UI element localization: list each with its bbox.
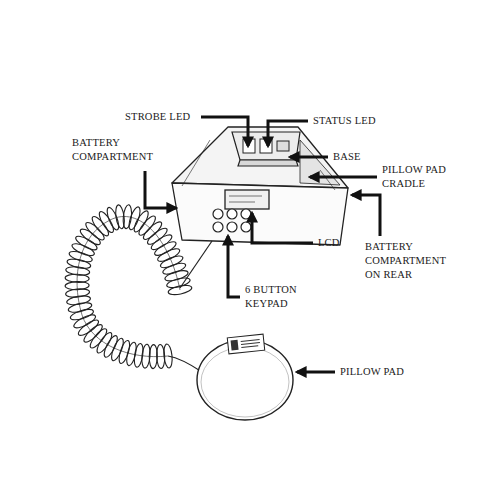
coil-guide [77, 216, 180, 356]
coil-loop [66, 294, 91, 306]
coil-loop [109, 337, 125, 362]
coil-loop [164, 269, 189, 283]
part-label: PILLOW PAD CRADLE [382, 163, 456, 191]
coil-loop [159, 254, 184, 270]
cord-wire [168, 356, 202, 372]
coil-loop [162, 261, 187, 276]
coil-loop [67, 301, 92, 314]
label-slot: BATTERY COMPARTMENT [72, 136, 158, 164]
coil-loop [74, 234, 99, 253]
coil-loop [167, 284, 192, 297]
part-label: STROBE LED [125, 110, 215, 124]
coil-loop [117, 339, 132, 364]
part-label: PILLOW PAD [340, 365, 430, 379]
coil-loop [127, 206, 143, 231]
part-label: 6 BUTTON KEYPAD [245, 283, 307, 311]
label-slot: LCD [318, 236, 358, 250]
coil-loop [102, 334, 120, 359]
coil-loop [166, 276, 191, 289]
pillow-pad-shape [197, 334, 293, 420]
base-unit [172, 127, 348, 245]
label-slot: STROBE LED [125, 110, 215, 124]
led-lights [243, 139, 289, 153]
coil-loop [71, 241, 96, 258]
part-label: LCD [318, 236, 358, 250]
label-slot: BASE [333, 150, 393, 164]
label-slot: BATTERY COMPARTMENT ON REAR [365, 240, 453, 282]
coil-loop [125, 341, 138, 366]
keypad-buttons [213, 209, 251, 232]
label-slot: PILLOW PAD [340, 365, 430, 379]
part-label: BATTERY COMPARTMENT ON REAR [365, 240, 453, 282]
label-slot: STATUS LED [313, 114, 403, 128]
part-label: BATTERY COMPARTMENT [72, 136, 158, 164]
coil-loop [132, 209, 151, 234]
lcd-screen [225, 190, 269, 209]
part-label: BASE [333, 150, 393, 164]
part-label: STATUS LED [313, 114, 403, 128]
coiled-cord [65, 204, 193, 368]
coil-loop [66, 257, 91, 270]
pillow-pad-cradle [232, 132, 300, 166]
label-slot: 6 BUTTON KEYPAD [245, 283, 307, 311]
coil-loop [68, 249, 93, 264]
label-slot: PILLOW PAD CRADLE [382, 163, 456, 191]
